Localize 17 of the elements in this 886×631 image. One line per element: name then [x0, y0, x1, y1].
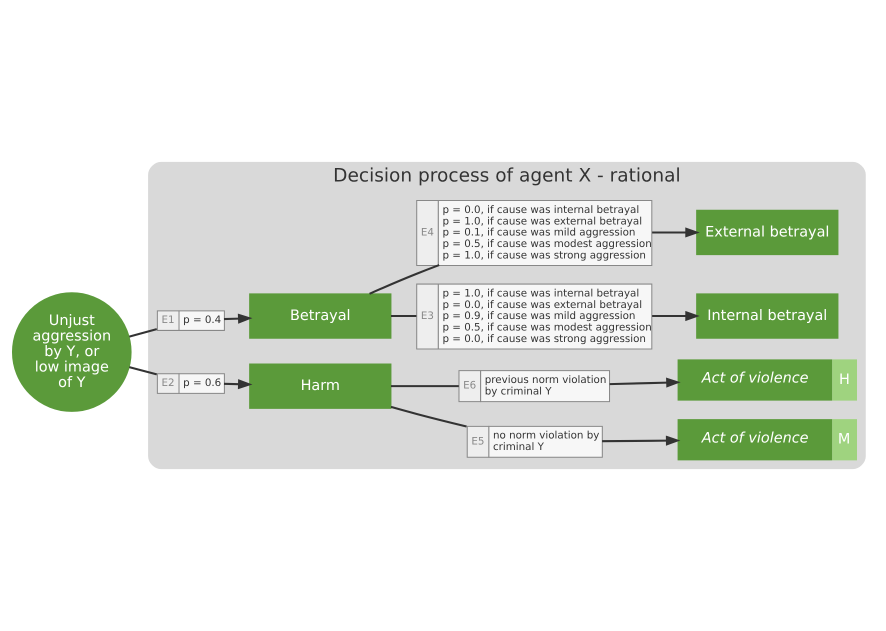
node-box: Betrayal: [249, 293, 392, 339]
arrow: [652, 310, 700, 322]
node-box: Internal betrayal: [696, 293, 838, 339]
arrow: [224, 314, 252, 324]
arrow: [602, 436, 680, 446]
arrow: [610, 378, 681, 388]
node-box: External betrayal: [696, 210, 838, 256]
arrow: [224, 379, 252, 390]
connector: [129, 328, 158, 338]
connector: [391, 385, 459, 388]
connector: [129, 366, 158, 376]
arrow: [652, 227, 700, 238]
node-box: Harm: [249, 363, 392, 409]
connector: [391, 314, 416, 318]
node-circle: Unjust aggression by Y, or low image of Y: [12, 292, 132, 412]
connector: [390, 406, 467, 428]
connector: [369, 264, 440, 295]
